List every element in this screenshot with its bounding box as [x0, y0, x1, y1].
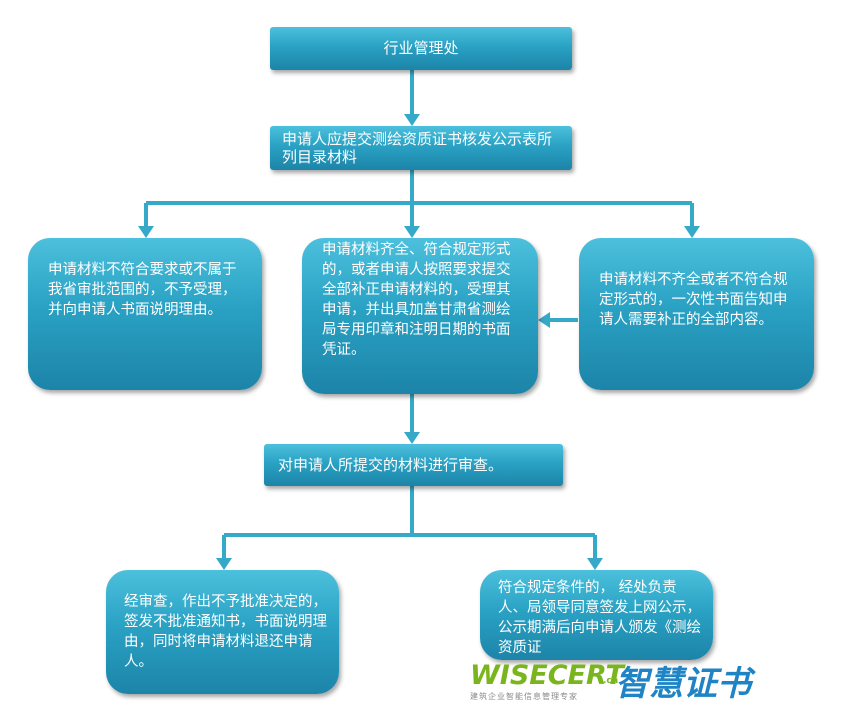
node-submit: 申请人应提交测绘资质证书核发公示表所列目录材料 — [270, 126, 572, 170]
arrowhead-accept — [404, 226, 420, 238]
watermark-cn-small: 建筑企业智能信息管理专家 — [470, 692, 578, 701]
arrowhead-reject — [138, 226, 154, 238]
arrowhead-submit — [404, 114, 420, 126]
node-dept: 行业管理处 — [270, 27, 572, 70]
node-incomplete: 申请材料不齐全或者不符合规定形式的，一次性书面告知申请人需要补正的全部内容。 — [579, 238, 814, 390]
node-review: 对申请人所提交的材料进行审查。 — [264, 444, 563, 486]
watermark-logo: WISECERT .cn 智慧证书 建筑企业智能信息管理专家 — [470, 652, 790, 704]
arrowhead-review — [404, 432, 420, 444]
arrowhead-incomplete — [684, 226, 700, 238]
watermark-latin: WISECERT — [470, 660, 624, 691]
watermark-domain-suffix: .cn — [603, 676, 619, 686]
node-approve: 符合规定条件的， 经处负责人、局领导同意签发上网公示，公示期满后向申请人颁发《测… — [480, 570, 713, 660]
watermark-cn-big: 智慧证书 — [615, 664, 751, 704]
arrowhead-deny — [216, 558, 232, 570]
node-deny: 经审查，作出不予批准决定的，签发不批准通知书，书面说明理由，同时将申请材料退还申… — [106, 570, 339, 694]
arrowhead-approve — [587, 558, 603, 570]
node-reject-scope: 申请材料不符合要求或不属于我省审批范围的，不予受理，并向申请人书面说明理由。 — [28, 238, 262, 390]
node-accept: 申请材料齐全、符合规定形式的，或者申请人按照要求提交全部补正申请材料的，受理其申… — [302, 238, 538, 394]
arrowhead-incomplete-accept — [538, 312, 550, 328]
